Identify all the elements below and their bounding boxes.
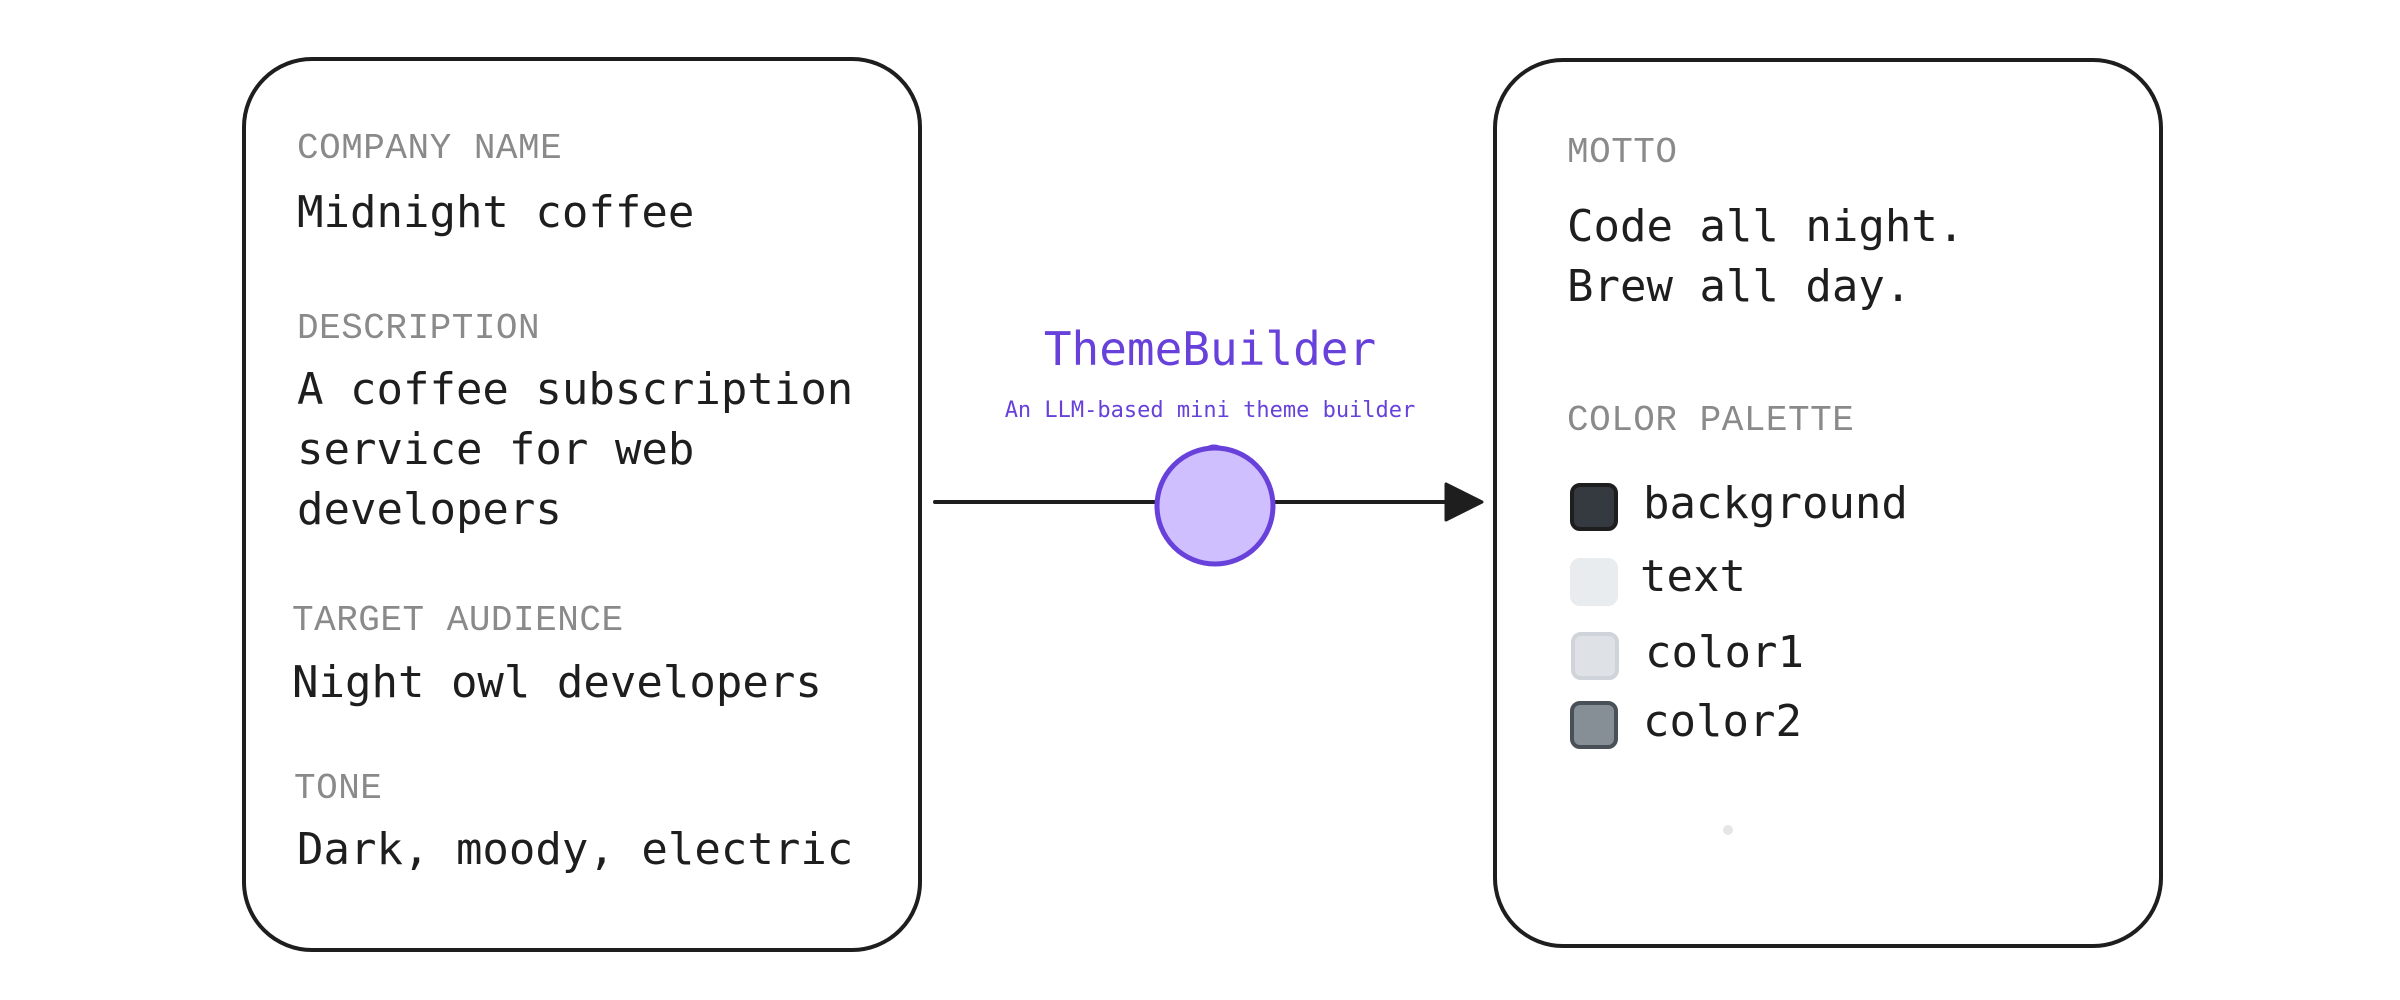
node-stroke-mark (1204, 444, 1224, 451)
description-value: A coffee subscription service for web de… (297, 364, 854, 535)
theme-builder-title: ThemeBuilder (1043, 322, 1377, 376)
motto-value: Code all night. Brew all day. (1567, 201, 1965, 312)
tone-label: TONE (294, 768, 383, 809)
theme-builder-node (1154, 445, 1276, 567)
swatch-text (1570, 558, 1618, 606)
decorative-dot (1723, 825, 1733, 835)
swatch-label-background: background (1643, 478, 1908, 529)
input-card (242, 57, 922, 952)
target-audience-value: Night owl developers (292, 657, 822, 708)
swatch-label-text: text (1640, 551, 1746, 602)
color-palette-label: COLOR PALETTE (1567, 400, 1855, 441)
tone-value: Dark, moody, electric (297, 824, 854, 875)
motto-label: MOTTO (1567, 132, 1678, 173)
swatch-label-color2: color2 (1643, 696, 1802, 747)
company-name-value: Midnight coffee (297, 187, 695, 238)
description-label: DESCRIPTION (297, 308, 541, 349)
swatch-label-color1: color1 (1645, 627, 1804, 678)
target-audience-label: TARGET AUDIENCE (292, 600, 624, 641)
company-name-label: COMPANY NAME (297, 128, 563, 169)
arrow-head (1444, 482, 1484, 522)
swatch-background (1570, 483, 1618, 531)
theme-builder-subtitle: An LLM-based mini theme builder (1004, 398, 1416, 423)
swatch-color1 (1571, 632, 1619, 680)
swatch-color2 (1570, 701, 1618, 749)
